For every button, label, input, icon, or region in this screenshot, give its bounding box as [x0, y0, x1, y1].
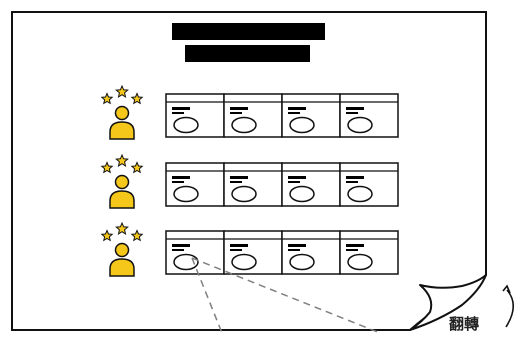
title-bar	[172, 23, 325, 40]
arrowhead	[502, 284, 511, 294]
flip-label: 翻轉	[449, 315, 480, 333]
card-icon	[165, 230, 225, 275]
card-icon	[281, 162, 341, 207]
card-icon	[281, 93, 341, 138]
fold-dashed-line	[191, 257, 223, 334]
card-icon	[165, 93, 225, 138]
star-icon	[130, 92, 144, 105]
subtitle-bar	[185, 45, 310, 62]
star-icon	[115, 153, 129, 167]
curved-arrow-icon	[505, 289, 515, 328]
card-icon	[165, 162, 225, 207]
star-icon	[100, 229, 114, 242]
card-icon	[339, 230, 399, 275]
row-2	[100, 153, 399, 209]
card-icon	[281, 230, 341, 275]
person-icon	[109, 105, 135, 140]
star-icon	[100, 161, 114, 174]
star-icon	[100, 92, 114, 105]
person-icon	[109, 174, 135, 209]
card-icon	[223, 230, 283, 275]
row-3	[100, 221, 399, 277]
star-icon	[130, 229, 144, 242]
star-icon	[130, 161, 144, 174]
page-curl-icon	[409, 274, 487, 331]
card-icon	[223, 162, 283, 207]
star-icon	[115, 221, 129, 235]
star-icon	[115, 84, 129, 98]
row-1	[100, 84, 399, 140]
fold-dashed-line	[191, 257, 381, 334]
person-icon	[109, 242, 135, 277]
card-icon	[339, 93, 399, 138]
card-icon	[339, 162, 399, 207]
card-icon	[223, 93, 283, 138]
